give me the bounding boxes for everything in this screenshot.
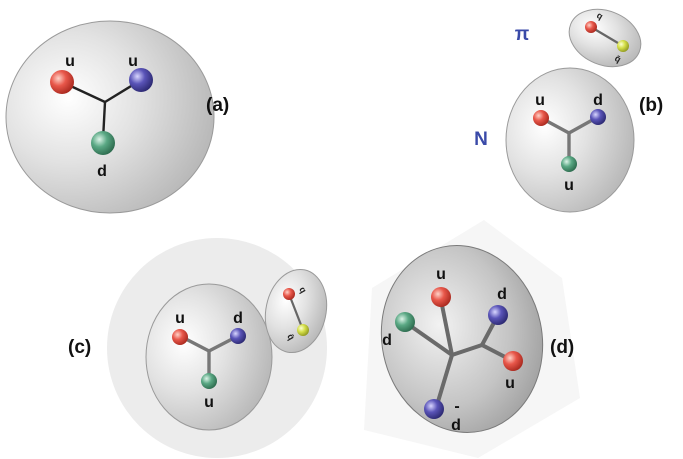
pion-c-antiquark-yellow — [297, 324, 309, 336]
pentaquark-quark-red-top — [431, 287, 451, 307]
panel-b: π q q̄ N u d u (b) — [474, 8, 663, 213]
pion-bag: q q̄ — [568, 8, 642, 68]
pentaquark-label-d-right: d — [497, 286, 507, 303]
pion-bag-c: q q̄ — [264, 268, 328, 354]
pion-antiquark-yellow — [617, 40, 629, 52]
panel-c: u d u q q̄ (c) — [68, 238, 328, 458]
nucleon-c-quark-label-3: u — [204, 394, 214, 411]
pion-antiquark-label: q̄ — [613, 53, 623, 64]
pentaquark-antiquark-bar: - — [454, 398, 459, 415]
pion-label: π — [515, 24, 530, 45]
panel-label-c: (c) — [68, 337, 91, 358]
pion-c-quark-label: q — [297, 285, 308, 295]
pentaquark-antiquark-blue — [424, 399, 444, 419]
quark-label-3: d — [97, 163, 107, 180]
nucleon-c-quark-red — [172, 329, 188, 345]
nucleon-quark-red — [533, 110, 549, 126]
nucleon-c-quark-blue — [230, 328, 246, 344]
pion-c-antiquark-label: q̄ — [285, 332, 296, 342]
pentaquark-label-d-left: d — [382, 332, 392, 349]
quark-label-2: u — [128, 53, 138, 70]
nucleon-quark-label-1: u — [535, 92, 545, 109]
panel-label-d: (d) — [550, 337, 574, 358]
panel-a: u u d (a) — [5, 20, 229, 214]
pion-quark-label: q — [595, 10, 605, 21]
pion-c-quark-red — [283, 288, 295, 300]
panel-label-b: (b) — [639, 95, 663, 116]
pentaquark-bag — [380, 245, 544, 433]
nucleon-quark-label-3: u — [564, 177, 574, 194]
proton-bag — [5, 20, 215, 214]
panel-label-a: (a) — [206, 95, 229, 116]
nucleon-quark-green — [561, 156, 577, 172]
nucleon-c-quark-label-1: u — [175, 310, 185, 327]
panel-d: u d d u - d (d) — [364, 220, 580, 458]
pentaquark-quark-green — [395, 312, 415, 332]
pentaquark-label-u-right: u — [505, 375, 515, 392]
pentaquark-antiquark-label: d — [451, 417, 461, 434]
pentaquark-quark-blue — [488, 305, 508, 325]
pion-quark-red — [585, 21, 597, 33]
pentaquark-quark-red-right — [503, 351, 523, 371]
nucleon-c-quark-green — [201, 373, 217, 389]
nucleon-quark-blue — [590, 109, 606, 125]
nucleon-c-quark-label-2: d — [233, 310, 243, 327]
pentaquark-label-u-top: u — [436, 266, 446, 283]
quark-d-green — [91, 131, 115, 155]
quark-u-blue — [129, 68, 153, 92]
quark-u-red — [50, 70, 74, 94]
nucleon-quark-label-2: d — [593, 92, 603, 109]
quark-label-1: u — [65, 53, 75, 70]
nucleon-label: N — [474, 129, 488, 150]
